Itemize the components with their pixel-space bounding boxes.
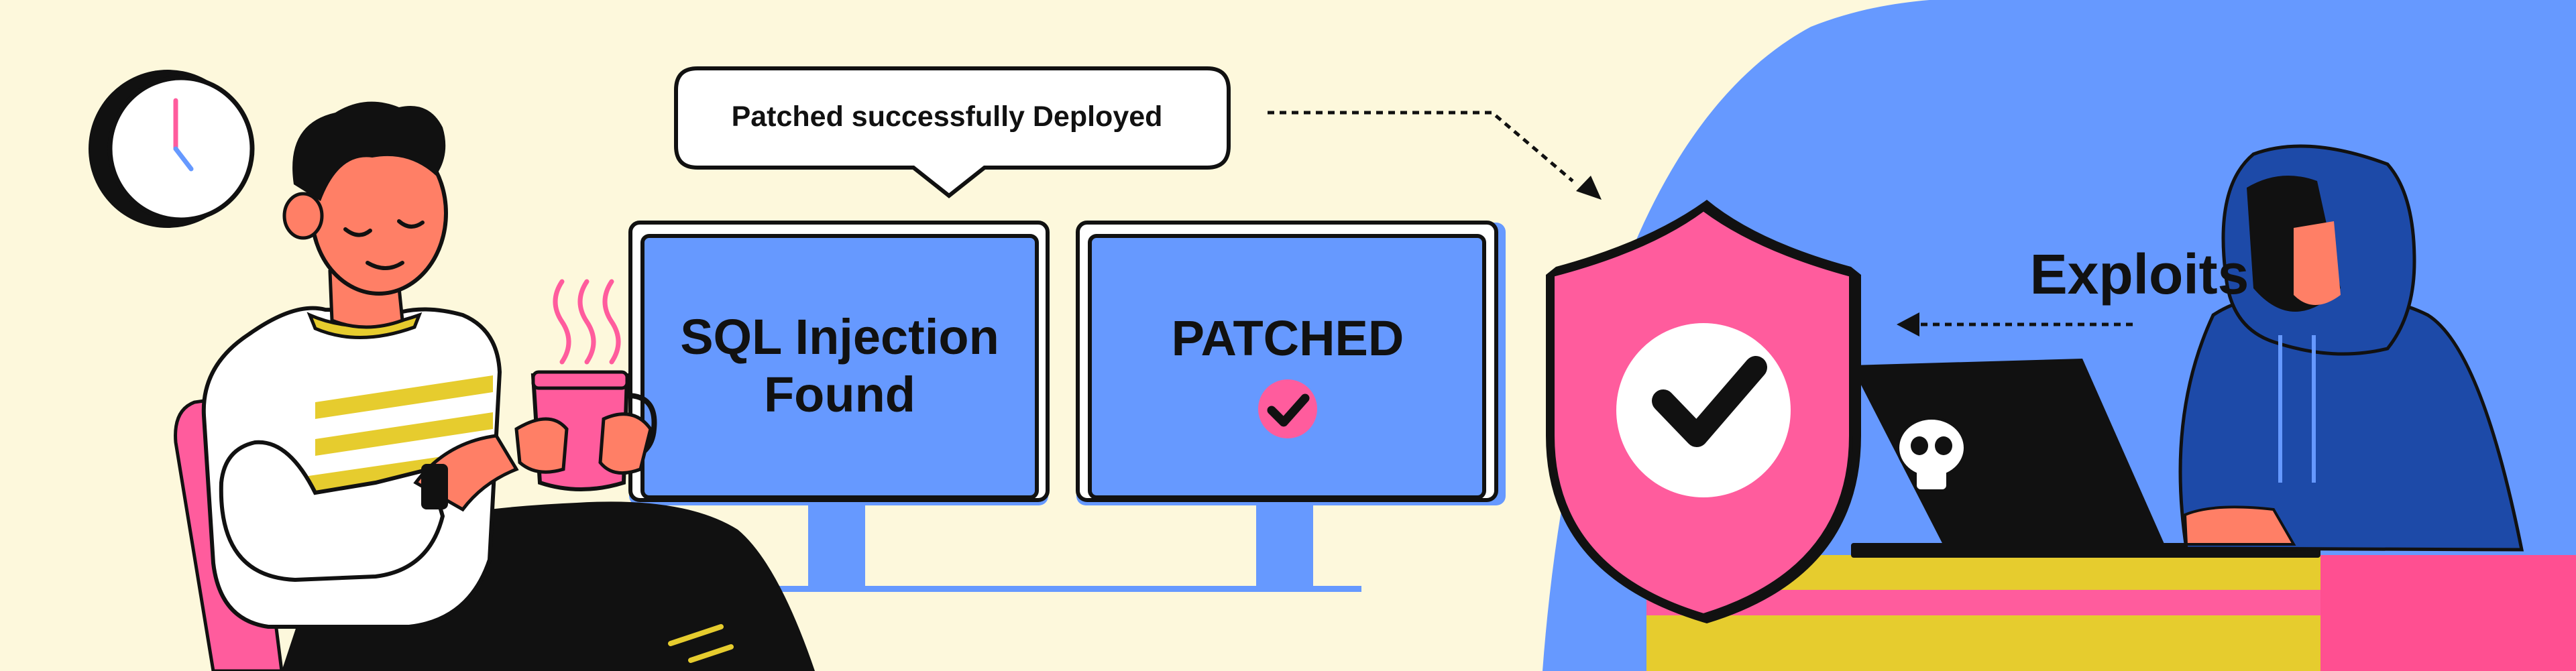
man-head — [282, 101, 448, 329]
monitor-right: PATCHED — [1076, 221, 1506, 505]
monitor-left: SQL Injection Found — [628, 221, 1050, 505]
speech-bubble: Patched successfully Deployed — [674, 66, 1231, 198]
monitor-left-line2: Found — [764, 367, 915, 422]
desk — [1646, 555, 2576, 671]
coffee-mug — [514, 370, 657, 491]
dotted-arrow-to-shield — [1268, 111, 1602, 200]
shield-check-icon — [1546, 200, 1861, 623]
check-badge-icon — [1258, 379, 1317, 438]
speech-bubble-text: Patched successfully Deployed — [732, 101, 1163, 133]
hacker-figure — [2178, 144, 2524, 552]
dotted-arrow-exploits — [1897, 312, 2133, 337]
monitor-left-line1: SQL Injection — [680, 309, 999, 365]
laptop — [1851, 359, 2320, 558]
monitor-right-text: PATCHED — [1172, 310, 1404, 366]
steam-icon — [553, 279, 621, 365]
skull-icon — [1897, 417, 1966, 489]
exploits-label: Exploits — [2030, 243, 2249, 306]
man-arms — [219, 434, 519, 583]
monitor-stand — [768, 497, 1361, 592]
wall-clock-icon — [89, 70, 255, 228]
